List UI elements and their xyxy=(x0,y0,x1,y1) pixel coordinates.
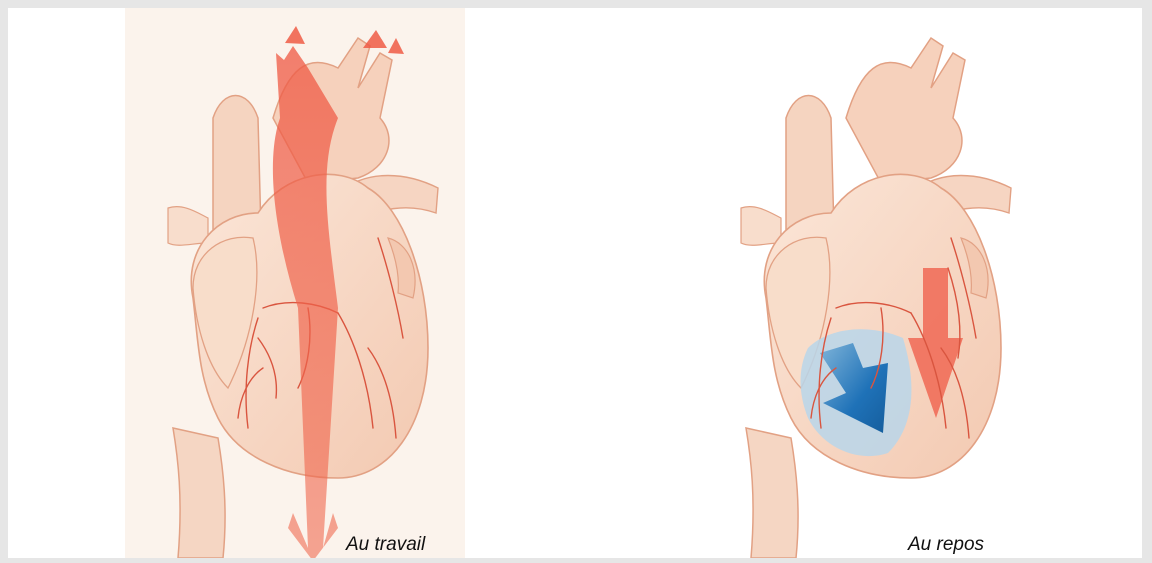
caption-at-rest: Au repos xyxy=(908,534,984,556)
heart-right xyxy=(741,38,1011,558)
caption-at-work: Au travail xyxy=(346,534,425,556)
heart-illustrations xyxy=(8,8,1142,558)
figure-frame: Au travail Au repos xyxy=(8,8,1142,558)
heart-left xyxy=(168,26,438,558)
